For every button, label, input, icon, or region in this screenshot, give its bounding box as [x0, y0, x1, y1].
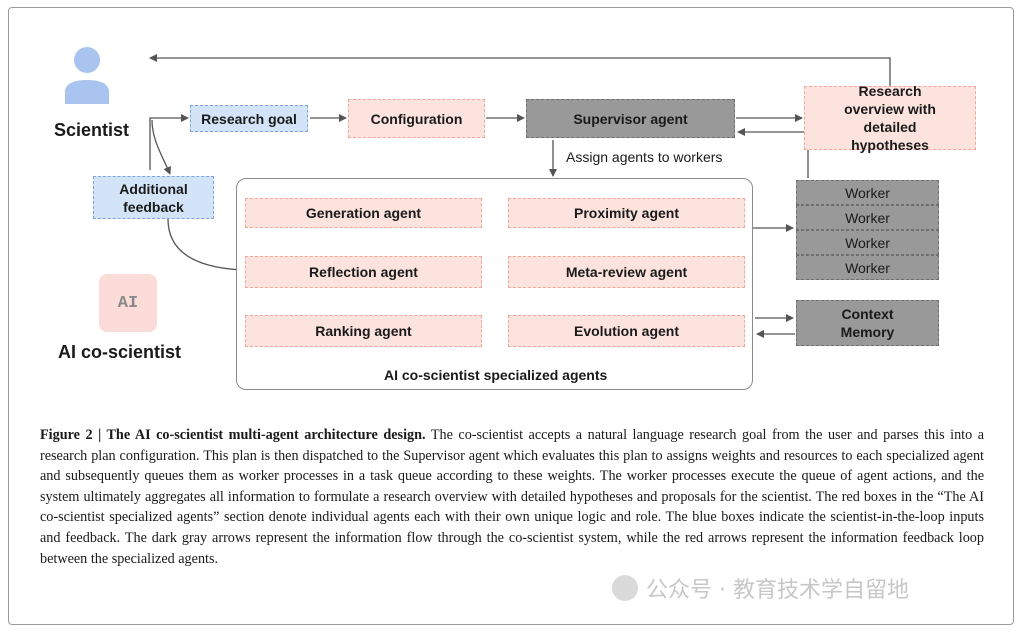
arrow-scientist-to-feedback	[151, 119, 171, 175]
specialized-agents-label: AI co-scientist specialized agents	[384, 367, 608, 383]
scientist-label: Scientist	[54, 120, 130, 140]
assign-agents-label: Assign agents to workers	[566, 149, 723, 165]
worker-box: Worker	[796, 230, 939, 255]
configuration-box: Configuration	[348, 99, 485, 138]
reflection-agent-box: Reflection agent	[245, 256, 482, 288]
ranking-agent-box: Ranking agent	[245, 315, 482, 347]
wechat-icon	[612, 575, 638, 601]
meta-review-agent-box: Meta-review agent	[508, 256, 745, 288]
arrow-workers-to-supervisor	[737, 128, 809, 178]
ai-co-scientist-label: AI co-scientist	[58, 342, 182, 362]
research-overview-box: Research overview with detailed hypothes…	[804, 83, 976, 153]
additional-feedback-box: Additional feedback	[93, 176, 214, 219]
worker-box: Worker	[796, 255, 939, 280]
proximity-agent-box: Proximity agent	[508, 198, 745, 228]
context-memory-box: Context Memory	[796, 300, 939, 346]
watermark: 公众号 · 教育技术学自留地	[612, 572, 909, 604]
research-goal-box: Research goal	[190, 105, 308, 132]
worker-box: Worker	[796, 205, 939, 230]
evolution-agent-box: Evolution agent	[508, 315, 745, 347]
arrow-feedback-to-reflection	[167, 218, 244, 274]
arrow-overview-to-scientist	[149, 54, 891, 86]
watermark-text: 公众号 · 教育技术学自留地	[646, 578, 909, 603]
caption-text: The co-scientist accepts a natural langu…	[40, 427, 985, 567]
person-icon	[65, 47, 109, 104]
figure-caption: Figure 2 | The AI co-scientist multi-age…	[40, 425, 984, 569]
supervisor-agent-box: Supervisor agent	[526, 99, 735, 138]
ai-badge-icon: AI	[99, 274, 157, 332]
arrow-scientist-to-goal	[149, 114, 189, 170]
caption-label: Figure 2 | The AI co-scientist multi-age…	[40, 427, 426, 443]
worker-box: Worker	[796, 180, 939, 205]
generation-agent-box: Generation agent	[245, 198, 482, 228]
